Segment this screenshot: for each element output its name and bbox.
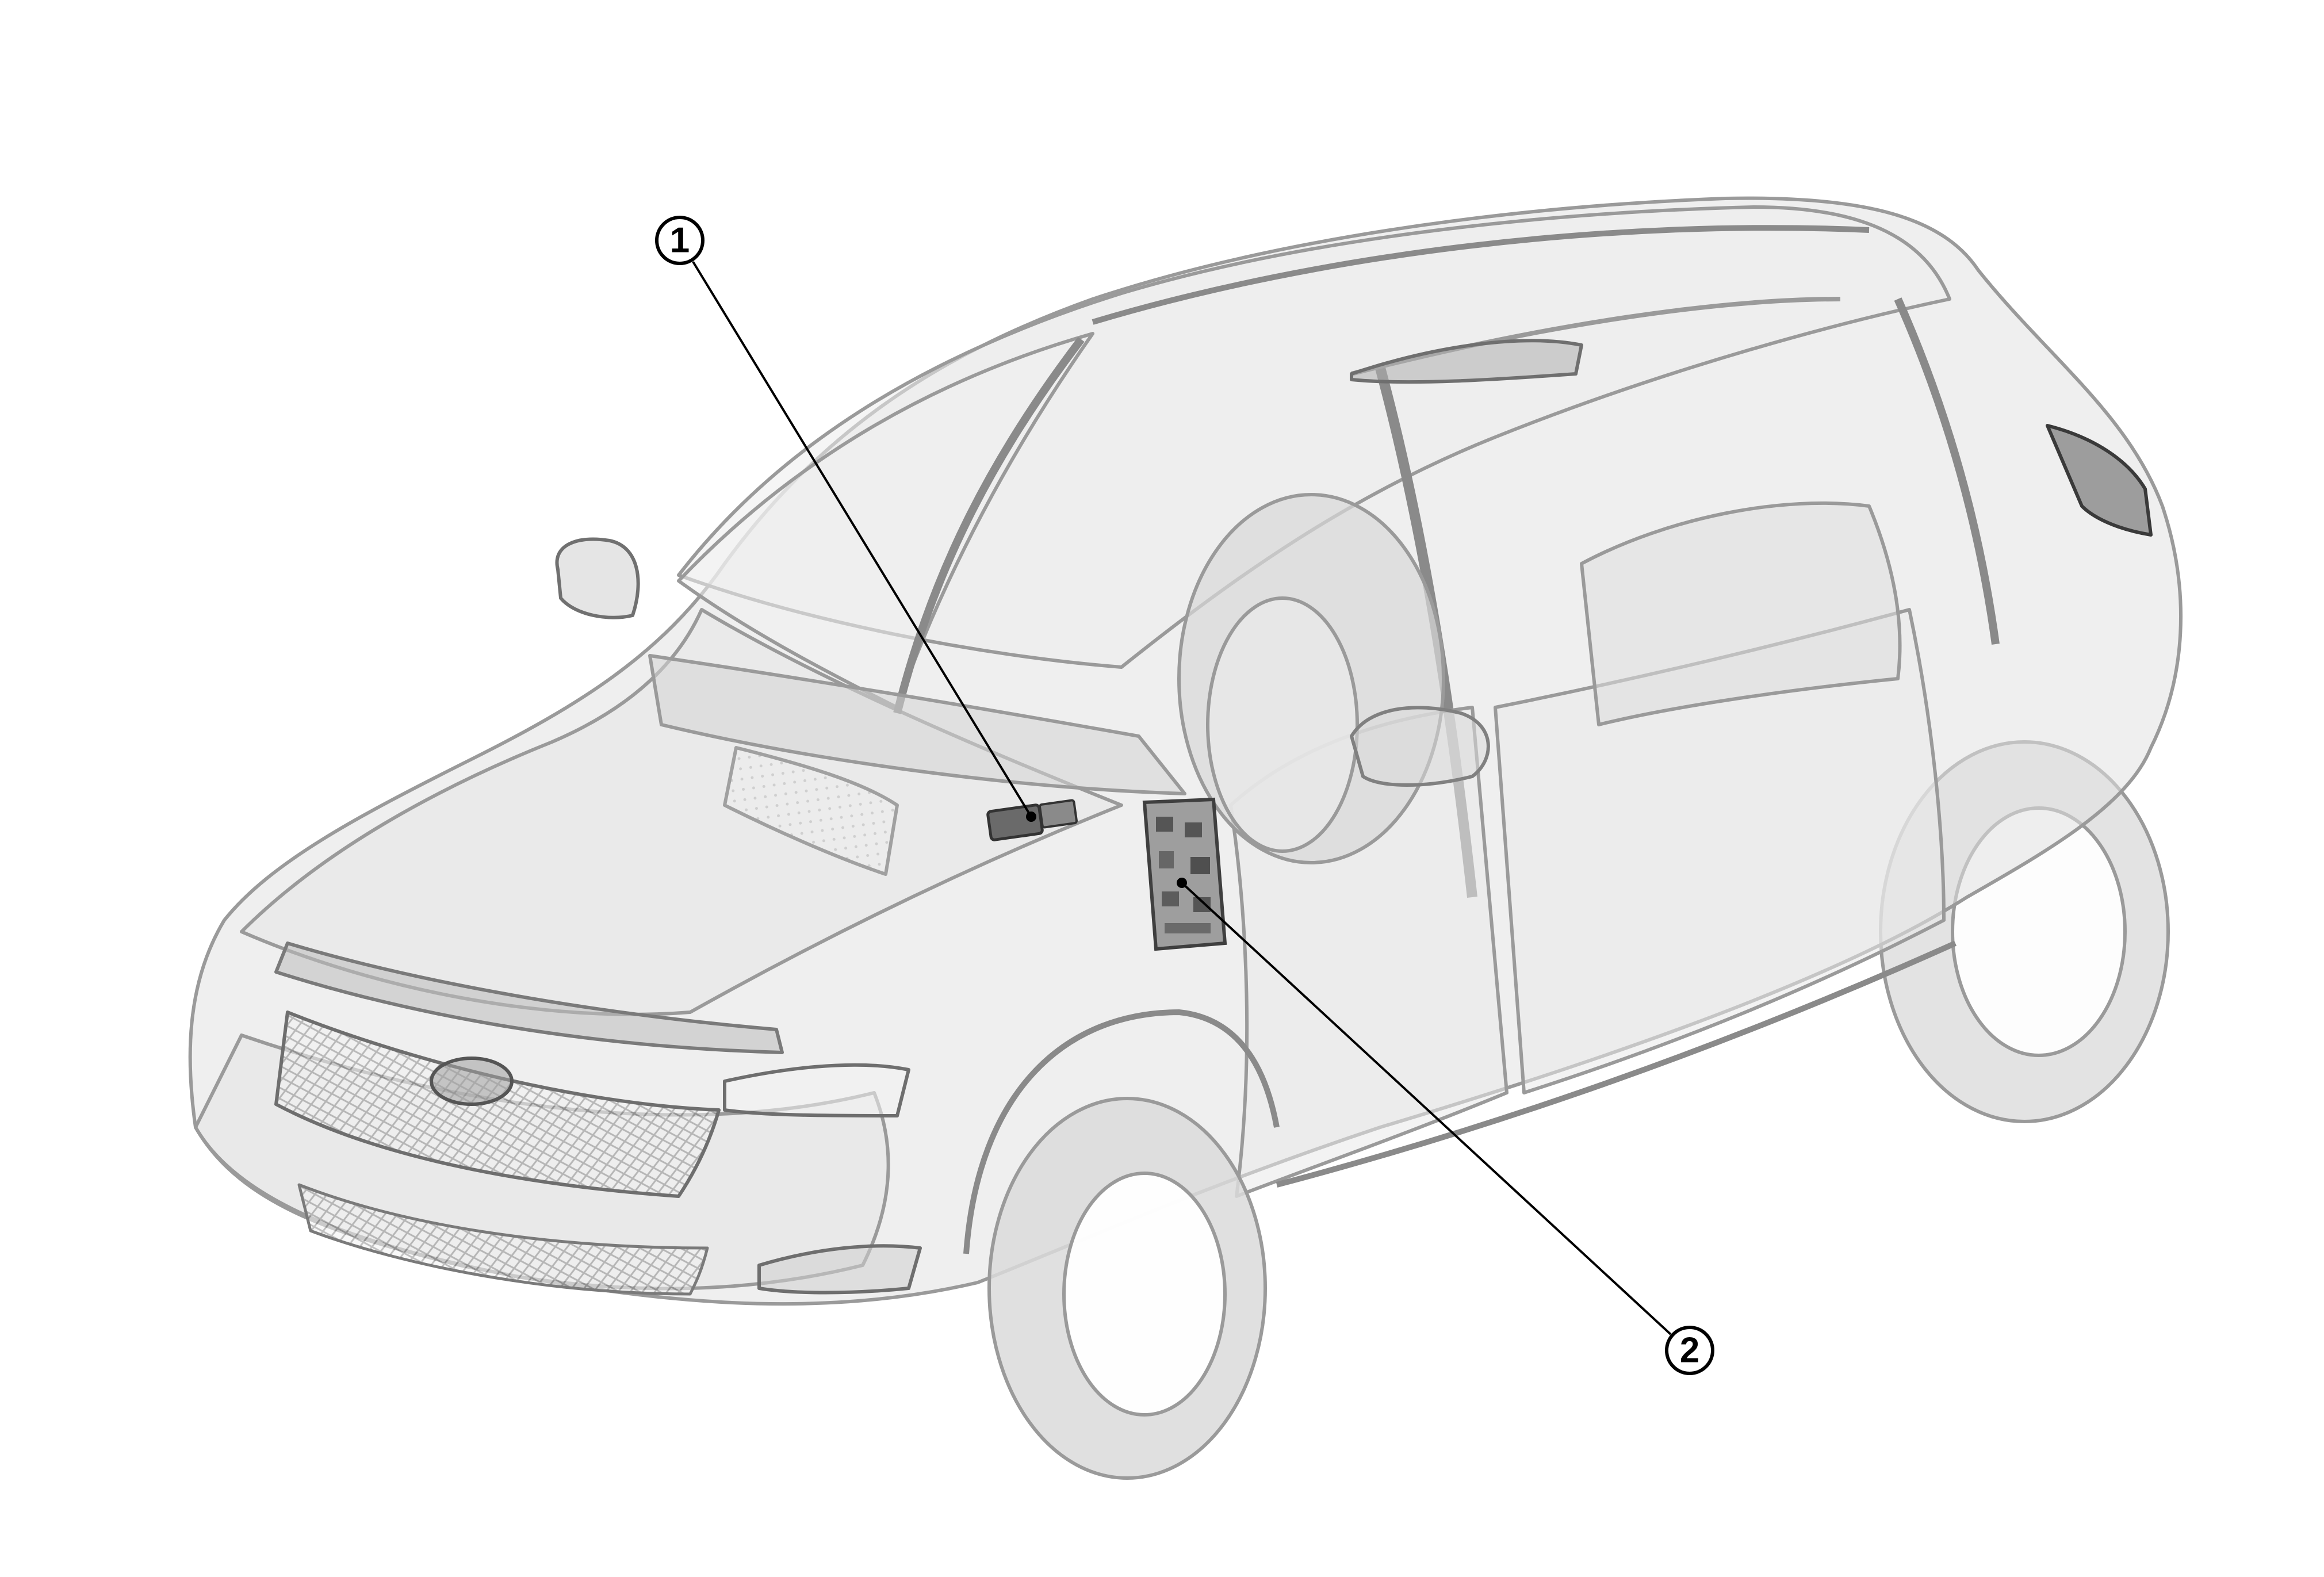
rear-seat xyxy=(1580,501,1902,726)
cowl-panel xyxy=(274,941,784,1054)
lower-grille xyxy=(297,1183,709,1296)
component-2-panel xyxy=(1142,797,1227,951)
callout-2-circle xyxy=(1665,1326,1714,1375)
c-pillar xyxy=(1894,297,2000,645)
driver-seat xyxy=(1177,493,1445,864)
callout-2-leader-line xyxy=(1181,882,1672,1335)
dashboard xyxy=(648,654,1186,795)
front-wheel xyxy=(987,1097,1267,1480)
emblem xyxy=(430,1057,514,1106)
headlight xyxy=(723,1063,910,1117)
callout-2-label: 2 xyxy=(1680,1331,1699,1371)
side-sill xyxy=(1276,940,1957,1188)
callout-1-anchor-dot xyxy=(1026,812,1036,822)
windshield xyxy=(677,332,1094,709)
callout-1-leader-line xyxy=(692,261,1032,818)
roof-glass xyxy=(677,205,1951,669)
side-mirror-left xyxy=(555,537,640,619)
vehicle-body xyxy=(188,196,2183,1306)
callout-2: 2 xyxy=(1177,878,1714,1375)
roof-rail xyxy=(1092,225,1870,325)
instrument-panel-detail xyxy=(723,746,899,876)
tail-light xyxy=(2046,424,2153,537)
a-pillar xyxy=(893,336,1085,714)
side-mirror-right xyxy=(1350,706,1490,787)
front-wheel-arch xyxy=(963,1009,1280,1254)
callout-1-label: 1 xyxy=(670,221,690,261)
fog-light xyxy=(757,1244,922,1295)
callout-2-anchor-dot xyxy=(1177,878,1187,888)
callout-1-circle xyxy=(655,216,705,265)
rear-spoiler xyxy=(1350,339,1583,384)
callout-1: 1 xyxy=(655,216,1036,822)
